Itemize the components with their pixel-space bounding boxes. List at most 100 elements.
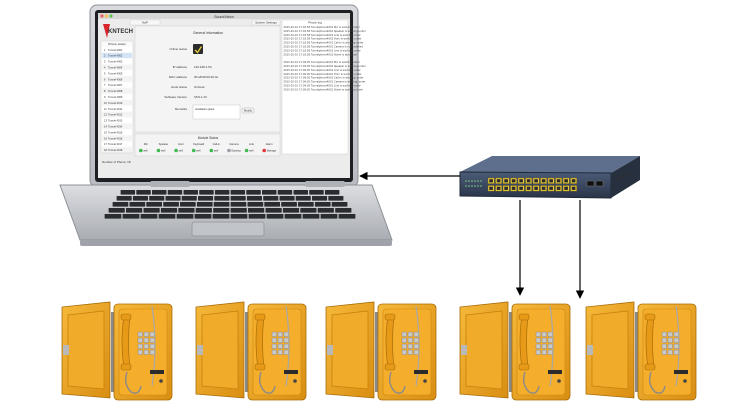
keypad-key bbox=[661, 343, 667, 349]
log-line: 2015-02-10 17:02:58 Tunnelphone4001 Mic … bbox=[284, 25, 361, 29]
keypad-key bbox=[541, 349, 547, 355]
keypad-key bbox=[667, 349, 673, 355]
list-item-index: 10 bbox=[104, 101, 107, 105]
log-line: 2015-02-10 17:09:05 Tunnelphone4001 Spea… bbox=[284, 64, 367, 68]
log-line: 2015-02-10 17:09:05 Tunnelphone4001 Link… bbox=[284, 84, 362, 88]
keypad-key bbox=[673, 331, 679, 337]
general-info-title: General Information bbox=[193, 31, 223, 35]
keypad-key bbox=[401, 331, 407, 337]
log-line: 2015-02-10 17:09:05 Tunnelphone4001 Call… bbox=[284, 76, 365, 80]
maximize-window-icon[interactable] bbox=[109, 14, 113, 18]
close-window-icon[interactable] bbox=[100, 14, 104, 18]
list-item-index: 8 bbox=[104, 89, 106, 93]
log-line: 2015-02-10 17:09:05 Tunnelphone4001 Link… bbox=[284, 68, 362, 72]
status-dot-icon bbox=[191, 148, 196, 153]
log-line: 2015-02-10 17:02:58 Tunnelphone4001 Spea… bbox=[284, 29, 367, 33]
module-status-value: well bbox=[143, 150, 148, 153]
kntech-logo: KNTECH bbox=[103, 24, 133, 38]
status-dot-icon bbox=[244, 148, 249, 153]
keypad-key bbox=[535, 337, 541, 343]
keypad-key bbox=[547, 337, 553, 343]
keypad-key bbox=[149, 343, 155, 349]
keypad-key bbox=[547, 343, 553, 349]
list-item-label: Tunnel 4005 bbox=[108, 71, 123, 75]
emergency-telephone bbox=[195, 301, 307, 401]
status-dot-icon bbox=[156, 148, 161, 153]
log-line: 2015-02-10 17:02:58 Tunnelphone4001 Link… bbox=[284, 33, 362, 37]
module-status-value: well bbox=[179, 150, 184, 153]
list-item-label: Tunnel 4003 bbox=[108, 60, 123, 64]
keypad-key bbox=[661, 349, 667, 355]
tab-voip[interactable] bbox=[129, 19, 161, 26]
status-dot-icon bbox=[174, 148, 178, 153]
module-status-value: Expiring bbox=[231, 150, 241, 153]
module-column-header: Call-in bbox=[213, 142, 221, 146]
list-item-label: Tunnel 4017 bbox=[108, 142, 123, 146]
module-column-header: Link bbox=[249, 142, 254, 146]
remarks-input[interactable] bbox=[192, 104, 241, 120]
keypad-key bbox=[667, 331, 673, 337]
module-status-value: well bbox=[161, 150, 166, 153]
tab-system-settings[interactable] bbox=[251, 19, 281, 26]
handset bbox=[255, 315, 265, 369]
keypad-key bbox=[143, 331, 149, 337]
log-line: 2015-02-10 17:09:05 Tunnelphone4001 Alar… bbox=[284, 87, 364, 91]
modify-button[interactable] bbox=[241, 107, 255, 114]
software-window: SoundVision KNTECH VoIP System Settings … bbox=[98, 13, 367, 178]
list-item-label: Tunnel 4007 bbox=[108, 83, 123, 87]
emergency-telephone bbox=[459, 301, 571, 401]
keypad-key bbox=[661, 331, 667, 337]
emergency-telephone bbox=[61, 301, 173, 401]
minimize-window-icon[interactable] bbox=[104, 14, 109, 18]
log-line: 2015-02-10 17:02:58 Tunnelphone4001 Horn… bbox=[284, 37, 363, 41]
keypad-key bbox=[283, 349, 289, 355]
keypad-key bbox=[673, 343, 679, 349]
remarks-placeholder: Installation place bbox=[195, 107, 215, 111]
keypad-key bbox=[407, 349, 413, 355]
keypad-key bbox=[277, 349, 283, 355]
keypad-key bbox=[137, 343, 143, 349]
status-dot-icon bbox=[227, 148, 231, 153]
keypad-key bbox=[667, 337, 673, 343]
phone-list-header: Phone status bbox=[108, 42, 126, 46]
keypad-key bbox=[277, 343, 283, 349]
keypad-key bbox=[283, 343, 289, 349]
module-column-header: Camera bbox=[229, 142, 239, 146]
keypad-key bbox=[535, 343, 541, 349]
list-item-index: 4 bbox=[104, 66, 106, 70]
keypad-key bbox=[667, 343, 673, 349]
keypad-key bbox=[143, 349, 149, 355]
list-item-label: Tunnel 4010 bbox=[108, 101, 123, 105]
log-line: 2015-02-10 17:09:05 Tunnelphone4001 Mic … bbox=[284, 60, 361, 64]
status-dot-icon bbox=[209, 148, 214, 153]
handset bbox=[385, 315, 395, 369]
status-dot-icon bbox=[139, 148, 143, 153]
online-status-label: Online status bbox=[169, 47, 187, 51]
software-version-label: Software Version bbox=[164, 95, 187, 99]
keypad-key bbox=[547, 331, 553, 337]
list-item-index: 15 bbox=[104, 130, 107, 134]
module-status-value: well bbox=[196, 150, 201, 153]
touchpad bbox=[191, 221, 265, 237]
emergency-telephone bbox=[585, 301, 697, 401]
list-item-index: 2 bbox=[104, 54, 106, 58]
